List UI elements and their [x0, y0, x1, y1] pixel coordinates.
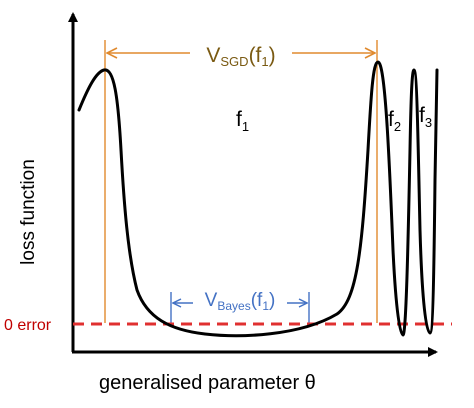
f1-label: f1 [236, 108, 249, 134]
x-axis-label: generalised parameter θ [99, 372, 316, 394]
y-axis-label: loss function [18, 159, 39, 265]
loss-curve [77, 60, 439, 338]
vsgd-label: VSGD(f1) [206, 44, 275, 69]
vbayes-label: VBayes(f1) [205, 290, 276, 313]
f3-label: f3 [419, 104, 432, 130]
f2-label: f2 [388, 108, 401, 134]
zero-error-label: 0 error [4, 317, 52, 334]
